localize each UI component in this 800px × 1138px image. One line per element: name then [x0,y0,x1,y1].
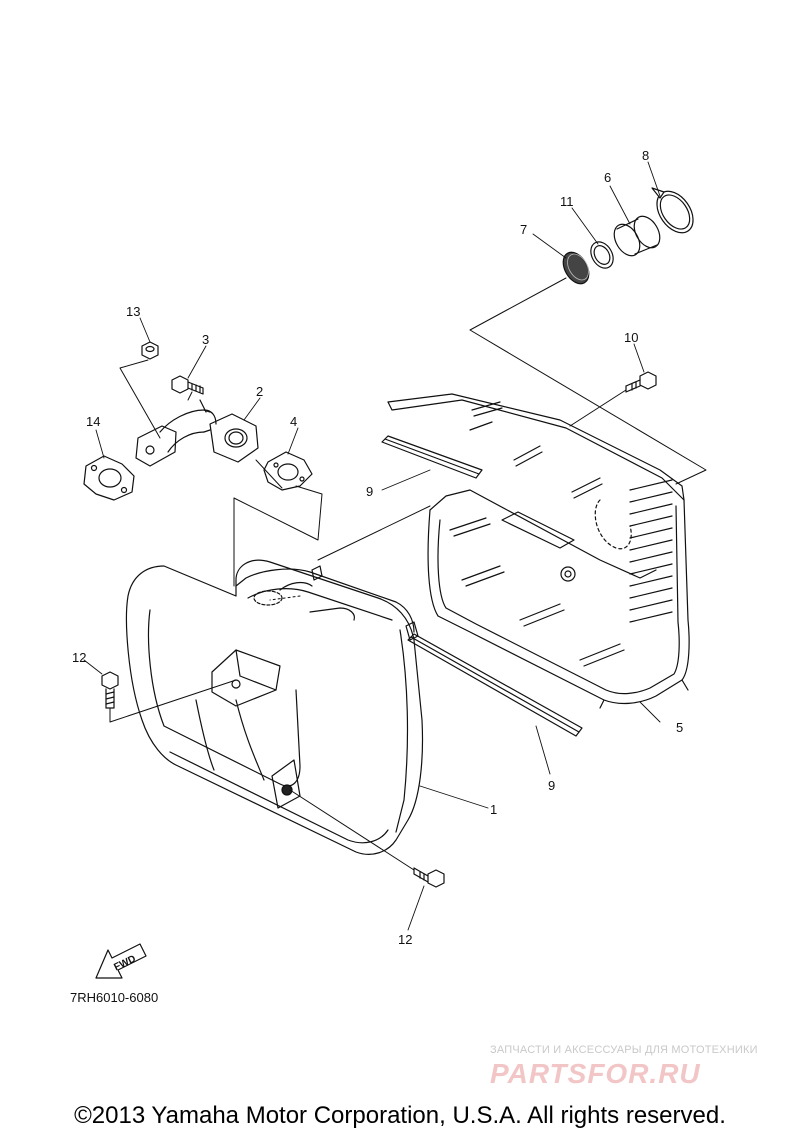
watermark-logo: PARTSFOR.RU [490,1058,701,1089]
copyright-notice: ©2013 Yamaha Motor Corporation, U.S.A. A… [74,1102,726,1129]
muffler-body-part-1 [125,559,424,855]
label-part-13: 13 [126,304,140,319]
assembly-lines [109,277,707,871]
strip-part-9-lower [407,633,583,737]
watermark-tagline: ЗАПЧАСТИ И АКСЕССУАРЫ ДЛЯ МОТОТЕХНИКИ [490,1044,758,1056]
gasket-part-4 [263,451,313,491]
label-part-9-lower: 9 [548,778,555,793]
part-number-labels: 8 6 11 7 13 3 2 4 14 10 9 5 1 9 12 12 FW… [72,148,683,973]
label-part-6: 6 [604,170,611,185]
drawing-code: 7RH6010-6080 [70,990,159,1005]
label-part-7: 7 [520,222,527,237]
label-part-1: 1 [490,802,497,817]
label-part-12-upper: 12 [72,650,86,665]
label-part-12-lower: 12 [398,932,412,947]
spark-screen-part-7 [562,251,590,285]
hose-clamp-part-8 [651,187,694,234]
gasket-part-14 [83,455,135,501]
bolt-part-10 [625,371,657,393]
bolt-part-12-upper [101,671,119,709]
heat-protector-part-5 [387,393,690,709]
label-part-2: 2 [256,384,263,399]
strip-part-9-upper [381,435,483,479]
label-part-10: 10 [624,330,638,345]
label-part-3: 3 [202,332,209,347]
bolt-part-12-lower [413,867,445,888]
label-part-5: 5 [676,720,683,735]
label-part-11: 11 [560,194,574,209]
fwd-arrow-icon [95,943,147,979]
label-part-14: 14 [86,414,100,429]
label-part-9-upper: 9 [366,484,373,499]
pipe-sleeve-part-6 [613,215,661,257]
nut-part-13 [141,341,159,360]
callout-leaders [83,161,661,931]
bolt-part-3 [171,375,204,395]
label-part-4: 4 [290,414,297,429]
ring-gasket-part-11 [590,241,614,269]
exhaust-pipe-part-2 [135,399,259,467]
label-part-8: 8 [642,148,649,163]
